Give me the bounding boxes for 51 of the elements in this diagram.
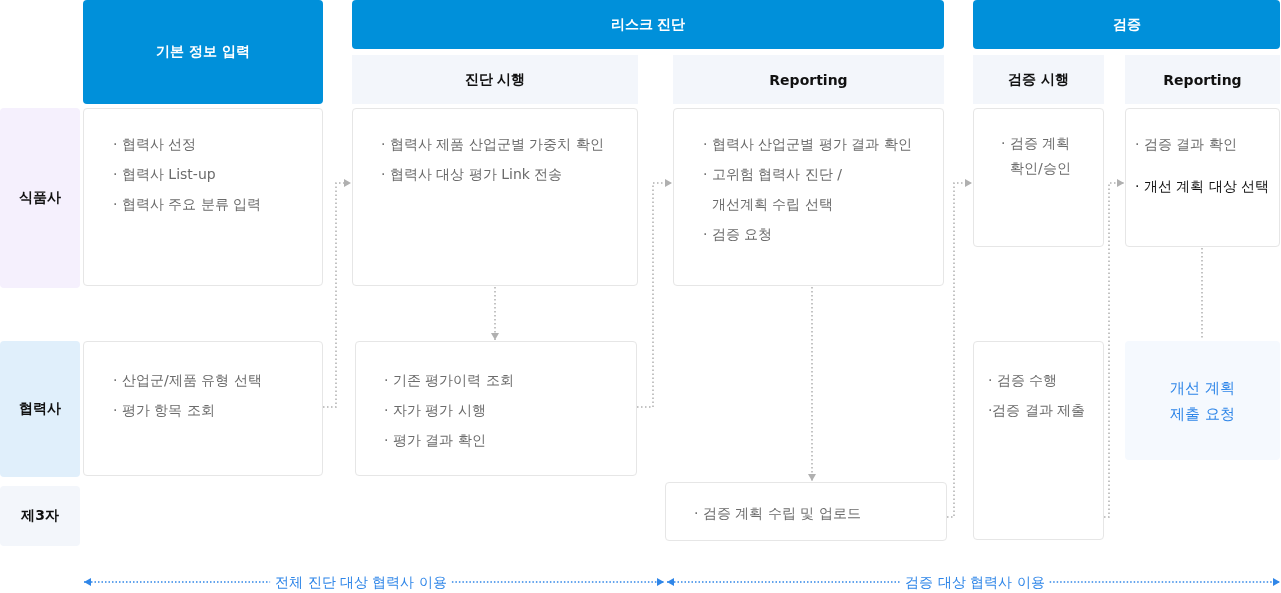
task-card [973, 108, 1104, 247]
task-item: · 협력사 제품 산업군별 가중치 확인 [381, 135, 604, 154]
phase-header-bar [973, 0, 1280, 49]
task-item: · 검증 계획 확인/승인 [1001, 134, 1072, 178]
task-item: · 평가 결과 확인 [384, 431, 486, 450]
lane-label-panel [0, 341, 80, 477]
task-item: · 자가 평가 시행 [384, 401, 486, 420]
task-item: · 검증 결과 확인 [1135, 135, 1237, 154]
task-item: ·검증 결과 제출 [988, 401, 1086, 420]
phase-header-bar [352, 0, 944, 49]
task-card [1125, 108, 1280, 247]
task-item: · 개선 계획 대상 선택 [1135, 177, 1270, 196]
task-card [673, 108, 944, 286]
task-item: · 검증 수행 [988, 371, 1058, 390]
task-card [83, 108, 323, 286]
task-card [352, 108, 638, 286]
task-item: · 협력사 산업군별 평가 결과 확인 [703, 135, 912, 154]
step-title: 진단 시행 [464, 70, 526, 89]
lane-title: 제3자 [21, 507, 59, 525]
lane-title: 식품사 [19, 189, 61, 207]
step-title: 검증 시행 [1008, 70, 1069, 89]
phase-title: 리스크 진단 [610, 15, 686, 34]
phase-header-bar [83, 0, 323, 104]
lane-title: 협력사 [19, 400, 61, 418]
task-item: · 평가 항목 조회 [113, 401, 215, 420]
task-item: · 검증 계획 수립 및 업로드 [694, 504, 861, 523]
dotted-arrow [322, 179, 352, 408]
dotted-arrow [636, 179, 673, 408]
dotted-arrow [946, 179, 973, 518]
range-label: 전체 진단 대상 협력사 이용 [275, 573, 447, 591]
task-item: · 고위험 협력사 진단 / 개선계획 수립 선택 [703, 165, 843, 214]
task-card [83, 341, 323, 476]
task-item: · 협력사 대상 평가 Link 전송 [381, 165, 563, 184]
task-item: · 기존 평가이력 조회 [384, 371, 514, 390]
dotted-arrow [808, 286, 816, 482]
task-card [973, 341, 1104, 540]
task-item: · 산업군/제품 유형 선택 [113, 371, 262, 390]
dotted-arrow [1103, 179, 1125, 518]
task-item: · 협력사 주요 분류 입력 [113, 195, 262, 214]
step-title: Reporting [769, 71, 848, 88]
task-card [665, 482, 947, 541]
task-item: · 협력사 선정 [113, 135, 197, 154]
phase-title: 기본 정보 입력 [156, 43, 250, 61]
phase-title: 검증 [1112, 15, 1141, 34]
task-item: · 검증 요청 [703, 225, 773, 244]
step-title: Reporting [1163, 71, 1242, 88]
range-label: 검증 대상 협력사 이용 [905, 573, 1045, 591]
dotted-arrow [491, 286, 499, 341]
request-text: 개선 계획 제출 요청 [1169, 377, 1236, 425]
task-item: · 협력사 List-up [113, 165, 216, 184]
task-card [355, 341, 637, 476]
